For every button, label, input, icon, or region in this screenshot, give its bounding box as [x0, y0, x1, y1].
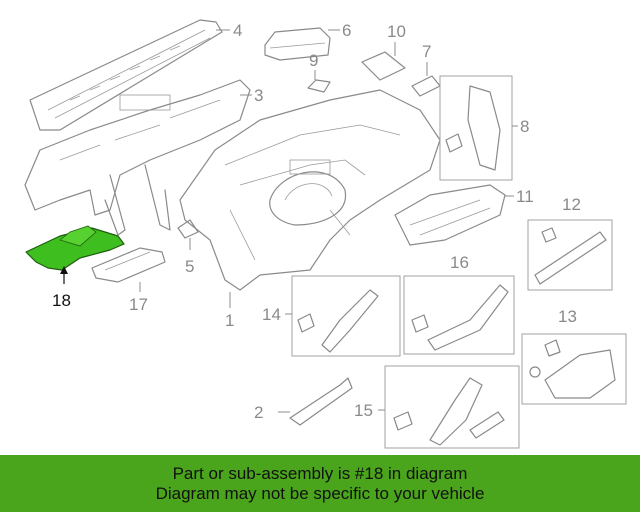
part-7-vent-trim[interactable] [411, 75, 441, 97]
callout-14: 14 [262, 305, 281, 324]
callout-12: 12 [562, 195, 581, 214]
callout-2: 2 [254, 403, 263, 422]
callout-5: 5 [185, 257, 194, 276]
callout-3: 3 [254, 86, 263, 105]
part-8-side-panel[interactable] [445, 85, 501, 171]
part-11-glove-box[interactable] [394, 184, 506, 246]
part-6-airbag[interactable] [264, 27, 331, 61]
part-13-cluster-bezel[interactable] [529, 339, 616, 399]
callout-4: 4 [233, 21, 242, 40]
part-1-instrument-panel[interactable] [179, 89, 441, 291]
banner-line-1: Part or sub-assembly is #18 in diagram [172, 463, 468, 483]
part-14-trim-panel[interactable] [297, 289, 379, 353]
part-17-bracket[interactable] [91, 247, 166, 283]
part-15-box [384, 365, 520, 449]
part-13-box [521, 333, 627, 405]
part-4-defroster-vent[interactable] [29, 19, 223, 131]
callout-1: 1 [225, 311, 234, 330]
callout-15: 15 [354, 401, 373, 420]
part-14-box [291, 275, 401, 357]
callout-7: 7 [422, 42, 431, 61]
callout-11: 11 [516, 187, 534, 206]
callout-9: 9 [309, 51, 318, 70]
part-2-brace[interactable] [289, 377, 353, 426]
part-16-box [403, 275, 515, 355]
callout-17: 17 [129, 295, 148, 314]
part-8-box [439, 75, 513, 181]
part-15-console-trim[interactable] [393, 377, 505, 446]
part-18-highlighted[interactable] [25, 225, 125, 271]
callout-18: 18 [52, 291, 71, 310]
part-12-trim-strip[interactable] [534, 227, 607, 285]
callout-6: 6 [342, 21, 351, 40]
part-16-trim-panel[interactable] [411, 284, 509, 351]
info-banner: Part or sub-assembly is #18 in diagram D… [0, 455, 640, 512]
callout-16: 16 [450, 253, 469, 272]
part-5-bracket[interactable] [177, 219, 199, 239]
part-10-cover[interactable] [361, 51, 406, 81]
part-3-cross-car-beam[interactable] [24, 79, 251, 236]
parts-diagram: 4 3 6 9 10 7 1 [24, 19, 627, 449]
callout-13: 13 [558, 307, 577, 326]
callout-10: 10 [387, 22, 406, 41]
part-9-clip[interactable] [307, 79, 331, 93]
part-12-box [527, 219, 613, 291]
callout-8: 8 [520, 117, 529, 136]
banner-line-2: Diagram may not be specific to your vehi… [155, 483, 485, 503]
arrowhead-18 [60, 266, 68, 274]
